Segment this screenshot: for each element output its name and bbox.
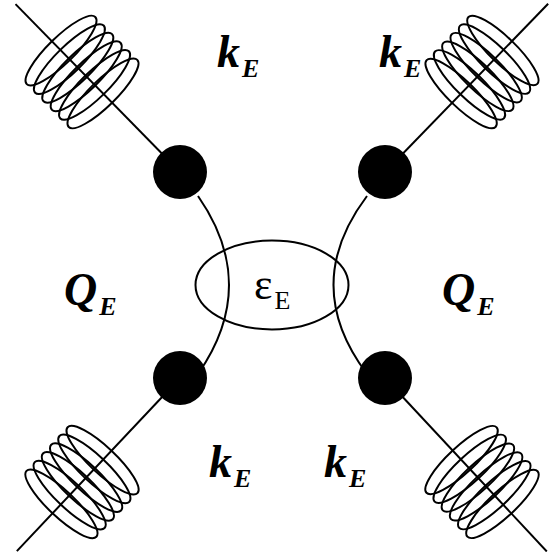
charge-label: QE xyxy=(442,267,495,313)
coil-turn xyxy=(418,51,505,137)
coil-winding xyxy=(418,8,547,137)
spring-rod xyxy=(17,378,180,551)
spring-constant-label: kE xyxy=(379,29,421,75)
coil-springs xyxy=(16,4,549,552)
coil-winding xyxy=(18,418,147,546)
ellipse-node: εE xyxy=(194,239,350,331)
coil-turn xyxy=(60,51,147,137)
coil-winding xyxy=(18,8,147,137)
spring-rod xyxy=(385,378,547,551)
coil-winding xyxy=(418,418,547,546)
arc-line xyxy=(334,196,368,374)
mass-dot xyxy=(153,145,207,199)
coil-turn xyxy=(418,418,506,502)
arc-line xyxy=(198,196,229,374)
spring-constant-label: kE xyxy=(209,439,251,485)
node-text: εE xyxy=(254,263,290,307)
charge-label: QE xyxy=(64,267,117,313)
coil-turn xyxy=(59,418,147,503)
spring-rod xyxy=(385,4,548,172)
spring-rod xyxy=(16,4,180,172)
spring-constant-label: kE xyxy=(217,29,259,75)
spring-constant-label: kE xyxy=(324,439,366,485)
mass-dot xyxy=(358,351,412,405)
mass-dot xyxy=(153,351,207,405)
mass-dot xyxy=(358,145,412,199)
